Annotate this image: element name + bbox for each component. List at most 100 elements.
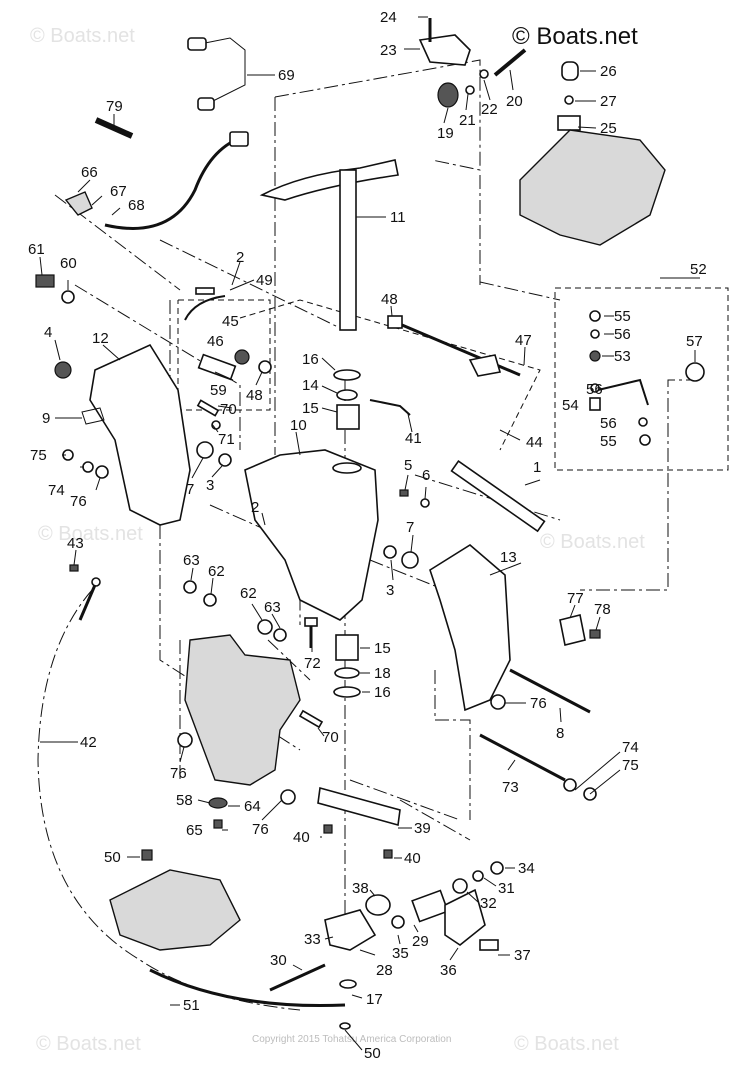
callout-7-upper: 7 [186,481,194,498]
callout-76-right: 76 [530,695,547,712]
callout-39: 39 [414,820,431,837]
callout-76-left: 76 [70,493,87,510]
part-shapes [35,18,705,1030]
callout-50-lower: 50 [364,1045,381,1062]
callout-22: 22 [481,101,498,118]
callout-38: 38 [352,880,369,897]
callout-62-left: 62 [208,563,225,580]
callout-70-lower: 70 [322,729,339,746]
callout-63-right: 63 [264,599,281,616]
callout-68: 68 [128,197,145,214]
callout-19: 19 [437,125,454,142]
callout-labels: 24 23 20 22 21 19 26 27 25 69 79 66 67 6… [28,9,707,1062]
callout-57: 57 [686,333,703,350]
callout-27: 27 [600,93,617,110]
callout-35: 35 [392,945,409,962]
callout-3-lower: 3 [386,582,394,599]
callout-74-left: 74 [48,482,65,499]
callout-79: 79 [106,98,123,115]
callout-12: 12 [92,330,109,347]
callout-72: 72 [304,655,321,672]
callout-14: 14 [302,377,319,394]
brand-logo: © Boats.net [512,23,638,50]
callout-46: 46 [207,333,224,350]
copyright-text: Copyright 2015 Tohatsu America Corporati… [252,1034,451,1045]
callout-7-lower: 7 [406,519,414,536]
callout-75-left: 75 [30,447,47,464]
callout-5: 5 [404,457,412,474]
callout-59: 59 [210,382,227,399]
callout-9: 9 [42,410,50,427]
callout-61: 61 [28,241,45,258]
callout-56-upper: 56 [614,326,631,343]
callout-78: 78 [594,601,611,618]
callout-74-right: 74 [622,739,639,756]
callout-62-right: 62 [240,585,257,602]
callout-64: 64 [244,798,261,815]
callout-4: 4 [44,324,52,341]
callout-30: 30 [270,952,287,969]
callout-70-upper: 70 [220,401,237,418]
callout-21: 21 [459,112,476,129]
callout-53: 53 [614,348,631,365]
callout-41: 41 [405,430,422,447]
callout-15-upper: 15 [302,400,319,417]
callout-48-lower: 48 [246,387,263,404]
callout-54: 54 [562,397,579,414]
callout-1: 1 [533,459,541,476]
callout-56-lower: 56 [600,415,617,432]
callout-33: 33 [304,931,321,948]
callout-6: 6 [422,467,430,484]
callout-73: 73 [502,779,519,796]
callout-20: 20 [506,93,523,110]
callout-44: 44 [526,434,543,451]
callout-24: 24 [380,9,397,26]
callout-32: 32 [480,895,497,912]
connector-69-bottom [197,97,215,111]
callout-15-lower: 15 [374,640,391,657]
callout-55-upper: 55 [614,308,631,325]
callout-3-upper: 3 [206,477,214,494]
callout-56-mid: 56 [586,381,603,398]
callout-55-lower: 55 [600,433,617,450]
callout-65: 65 [186,822,203,839]
callout-34: 34 [518,860,535,877]
callout-17: 17 [366,991,383,1008]
callout-25: 25 [600,120,617,137]
callout-47: 47 [515,332,532,349]
callout-23: 23 [380,42,397,59]
callout-40-left: 40 [293,829,310,846]
watermark-bottom-right: © Boats.net [514,1033,619,1055]
callout-16-lower: 16 [374,684,391,701]
callout-31: 31 [498,880,515,897]
callout-76-lower-left: 76 [170,765,187,782]
callout-18: 18 [374,665,391,682]
callout-10: 10 [290,417,307,434]
callout-63-left: 63 [183,552,200,569]
callout-76-bottom: 76 [252,821,269,838]
callout-52: 52 [690,261,707,278]
callout-42: 42 [80,734,97,751]
watermark-bottom-left: © Boats.net [36,1033,141,1055]
callout-28: 28 [376,962,393,979]
callout-2-lower: 2 [251,499,259,516]
callout-40-right: 40 [404,850,421,867]
callout-36: 36 [440,962,457,979]
callout-51: 51 [183,997,200,1014]
callout-37: 37 [514,947,531,964]
watermark-mid-left: © Boats.net [38,523,143,545]
callout-48-upper: 48 [381,291,398,308]
callout-45: 45 [222,313,239,330]
callout-2-upper: 2 [236,249,244,266]
callout-43: 43 [67,535,84,552]
callout-75-right: 75 [622,757,639,774]
callout-26: 26 [600,63,617,80]
connector-69-top [187,37,207,51]
callout-67: 67 [110,183,127,200]
callout-77: 77 [567,590,584,607]
watermark-mid-right: © Boats.net [540,531,645,553]
watermark-top-left: © Boats.net [30,25,135,47]
callout-71: 71 [218,431,235,448]
callout-13: 13 [500,549,517,566]
